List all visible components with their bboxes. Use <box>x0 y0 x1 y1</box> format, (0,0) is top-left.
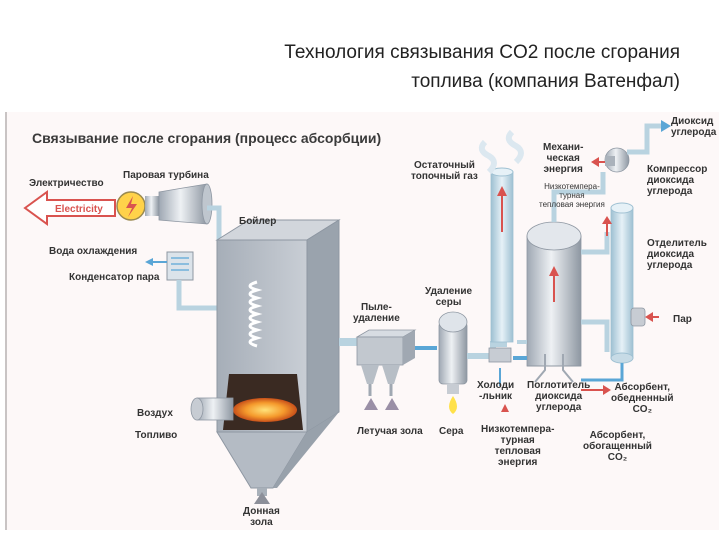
label-fuel: Топливо <box>135 430 178 441</box>
chimney <box>478 129 524 343</box>
label-sulfur: Сера <box>439 426 464 437</box>
electricity-arrow-text: Electricity <box>55 204 103 215</box>
label-cooling-water: Вода охлаждения <box>49 246 138 257</box>
burner <box>190 397 234 421</box>
label-boiler: Бойлер <box>239 216 277 227</box>
label-fly-ash: Летучая зола <box>357 426 423 437</box>
slide-title: Технология связывания CO2 после сгорания… <box>120 38 680 96</box>
flame-icon <box>233 398 297 422</box>
sulfur-removal-unit <box>438 311 468 414</box>
co2-separator <box>602 202 646 364</box>
co2-compressor <box>591 147 630 173</box>
label-steam-turbine: Паровая турбина <box>123 170 209 181</box>
steam-condenser <box>166 251 194 281</box>
electricity-arrow: Electricity <box>23 190 116 226</box>
diagram-graphics: Electricity <box>23 120 671 504</box>
process-diagram: Electricity <box>5 112 719 530</box>
steam-turbine <box>116 183 213 225</box>
lightning-icon <box>126 196 137 217</box>
boiler <box>215 219 341 504</box>
co2-absorber <box>526 221 582 383</box>
label-steam-condenser: Конденсатор пара <box>69 272 160 283</box>
label-steam: Пар <box>673 314 692 325</box>
bottom-ash-pile <box>254 492 270 504</box>
sulfur-drop-icon <box>449 396 457 414</box>
label-electricity: Электричество <box>29 178 104 189</box>
label-refrigerator: Холоди-льник <box>477 380 515 402</box>
label-air: Воздух <box>137 408 173 419</box>
refrigerator-unit <box>488 347 512 386</box>
dust-removal-unit <box>355 329 417 410</box>
label-dust-removal: Пыле-удаление <box>353 302 400 324</box>
slide-title-line-2: топлива (компания Ватенфал) <box>411 71 680 92</box>
slide-title-line-1: Технология связывания CO2 после сгорания <box>284 42 680 63</box>
figure-heading: Связывание после сгорания (процесс абсор… <box>32 130 382 146</box>
